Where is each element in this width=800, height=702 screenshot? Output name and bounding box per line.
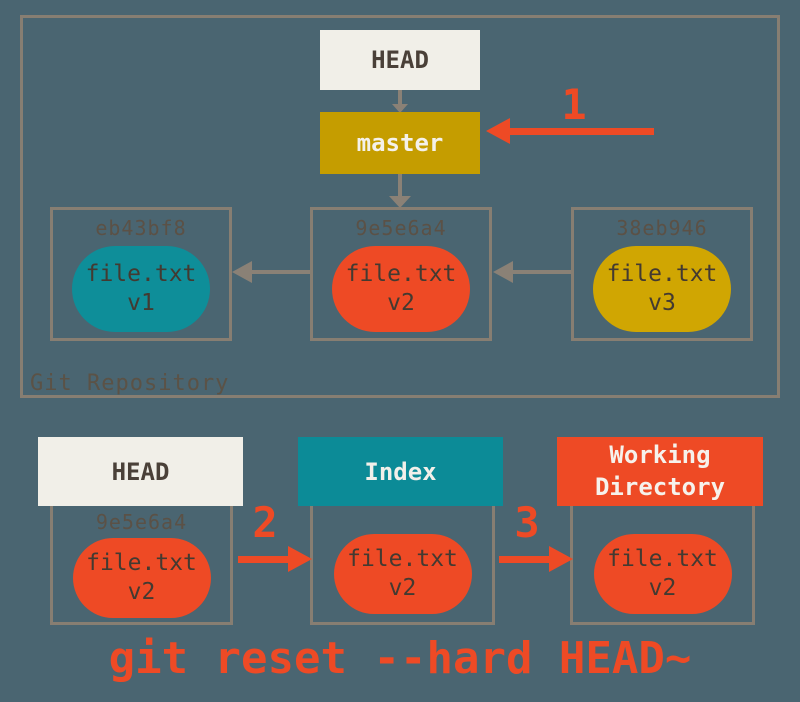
- head-pointer-box: HEAD: [320, 30, 480, 90]
- commit-hash-label: 9e5e6a4: [355, 216, 447, 240]
- commit-parent-line-c-to-b: [511, 270, 571, 274]
- head-snapshot-box: 9e5e6a4 file.txt v2: [50, 506, 233, 625]
- step1-number: 1: [561, 80, 587, 129]
- commit-hash-label: 38eb946: [616, 216, 708, 240]
- file-name: file.txt: [347, 546, 458, 573]
- file-blob-v1: file.txt v1: [72, 246, 210, 332]
- head-file-blob: file.txt v2: [72, 538, 211, 618]
- file-version: v2: [127, 579, 156, 605]
- file-version: v1: [127, 290, 155, 316]
- file-name: file.txt: [607, 546, 718, 573]
- index-file-blob: file.txt v2: [333, 534, 472, 614]
- head-to-master-line: [398, 90, 402, 105]
- step3-arrow-line: [499, 556, 551, 563]
- master-branch-box: master: [320, 112, 480, 174]
- index-area-title: Index: [364, 457, 437, 486]
- head-snapshot-hash: 9e5e6a4: [95, 510, 188, 534]
- file-version: v2: [387, 290, 415, 316]
- file-version: v3: [648, 290, 676, 316]
- commit-parent-line-b-to-a: [250, 270, 310, 274]
- step3-number: 3: [514, 498, 540, 547]
- commit-hash-label: eb43bf8: [95, 216, 187, 240]
- working-directory-area-header: Working Directory: [557, 437, 763, 506]
- step2-arrow-line: [238, 556, 290, 563]
- index-snapshot-box: file.txt v2: [310, 506, 495, 625]
- command-caption: git reset --hard HEAD~: [108, 633, 692, 684]
- file-name: file.txt: [85, 261, 197, 288]
- file-blob-v2: file.txt v2: [332, 246, 470, 332]
- step1-arrowhead-icon: [486, 118, 510, 144]
- commit-parent-arrowhead-icon: [493, 261, 513, 283]
- file-version: v2: [648, 575, 677, 601]
- file-name: file.txt: [606, 261, 718, 288]
- head-to-master-arrowhead-icon: [392, 104, 408, 113]
- head-area-header: HEAD: [38, 437, 243, 506]
- step2-arrowhead-icon: [288, 546, 312, 572]
- file-version: v2: [388, 575, 417, 601]
- file-name: file.txt: [86, 550, 197, 577]
- master-branch-label: master: [356, 129, 444, 157]
- head-area-title: HEAD: [111, 457, 170, 486]
- master-to-commit-arrowhead-icon: [389, 196, 411, 208]
- working-directory-snapshot-box: file.txt v2: [570, 506, 755, 625]
- commit-box-eb43bf8: eb43bf8 file.txt v1: [50, 207, 232, 341]
- commit-parent-arrowhead-icon: [232, 261, 252, 283]
- git-repository-box: [20, 15, 780, 398]
- step1-arrow-line: [502, 128, 654, 135]
- working-directory-area-title: Working Directory: [594, 441, 726, 501]
- head-pointer-label: HEAD: [371, 46, 429, 74]
- step2-number: 2: [252, 498, 278, 547]
- file-name: file.txt: [345, 261, 457, 288]
- commit-box-9e5e6a4: 9e5e6a4 file.txt v2: [310, 207, 492, 341]
- file-blob-v3: file.txt v3: [593, 246, 731, 332]
- working-directory-file-blob: file.txt v2: [593, 534, 732, 614]
- master-to-commit-line: [398, 174, 402, 197]
- index-area-header: Index: [298, 437, 503, 506]
- commit-box-38eb946: 38eb946 file.txt v3: [571, 207, 753, 341]
- step3-arrowhead-icon: [549, 546, 573, 572]
- git-repository-label: Git Repository: [30, 371, 230, 396]
